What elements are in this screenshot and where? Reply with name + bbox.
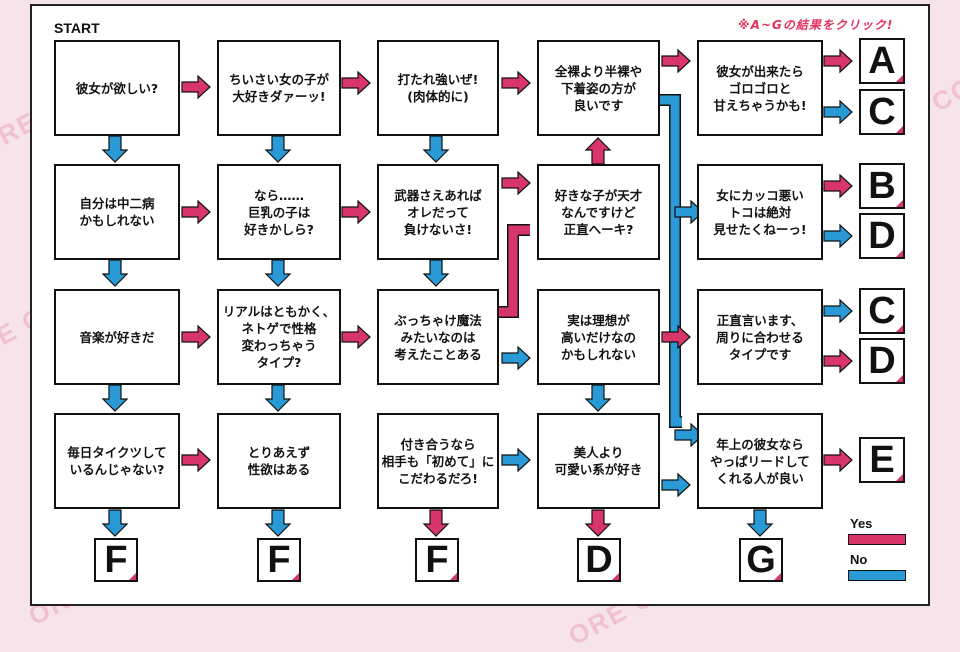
legend-no-swatch [848, 570, 906, 581]
yes-arrow [341, 200, 371, 224]
no-arrow [823, 100, 853, 124]
no-arrow [265, 384, 291, 412]
no-arrow [102, 384, 128, 412]
result-g-button[interactable]: G [739, 538, 783, 582]
result-d-button[interactable]: D [859, 213, 905, 259]
no-arrow [585, 384, 611, 412]
no-arrow [102, 135, 128, 163]
yes-arrow [181, 448, 211, 472]
question-box: 実は理想が 高いだけなの かもしれない [537, 289, 660, 385]
yes-arrow [823, 349, 853, 373]
no-arrow [661, 473, 691, 497]
result-b-button[interactable]: B [859, 163, 905, 209]
legend-no-label: No [850, 552, 868, 567]
yes-arrow [823, 174, 853, 198]
question-box: ちいさい女の子が 大好きダァーッ! [217, 40, 341, 136]
yes-arrow [585, 509, 611, 537]
result-e-button[interactable]: E [859, 437, 905, 483]
no-arrow [102, 259, 128, 287]
question-box: 彼女が欲しい? [54, 40, 180, 136]
question-box: ぶっちゃけ魔法 みたいなのは 考えたことある [377, 289, 499, 385]
no-arrow [501, 346, 531, 370]
result-d-button[interactable]: D [577, 538, 621, 582]
question-box: 打たれ強いぜ! (肉体的に) [377, 40, 499, 136]
no-arrow [265, 135, 291, 163]
yes-arrow [181, 325, 211, 349]
yes-arrow [501, 71, 531, 95]
yes-arrow [823, 49, 853, 73]
no-arrow [423, 135, 449, 163]
legend-yes-label: Yes [850, 516, 873, 531]
no-arrow [747, 509, 773, 537]
yes-arrow [661, 49, 691, 73]
no-arrow [501, 448, 531, 472]
question-box: 音楽が好きだ [54, 289, 180, 385]
yes-arrow [423, 509, 449, 537]
question-box: とりあえず 性欲はある [217, 413, 341, 509]
yes-arrow [181, 200, 211, 224]
no-arrow [823, 224, 853, 248]
yes-arrow [181, 75, 211, 99]
question-box: 自分は中二病 かもしれない [54, 164, 180, 260]
results-hint: ※A~Gの結果をクリック! [738, 18, 894, 32]
result-c-button[interactable]: C [859, 288, 905, 334]
no-arrow [823, 299, 853, 323]
no-arrow [423, 259, 449, 287]
question-box: 美人より 可愛い系が好き [537, 413, 660, 509]
legend-yes-swatch [848, 534, 906, 545]
no-arrow [265, 259, 291, 287]
flow-arrows [102, 49, 853, 537]
result-c-button[interactable]: C [859, 89, 905, 135]
yes-arrow [341, 325, 371, 349]
question-box: 武器さえあれば オレだって 負けないさ! [377, 164, 499, 260]
no-arrow [265, 509, 291, 537]
result-d-button[interactable]: D [859, 338, 905, 384]
question-box: 年上の彼女なら やっぱリードして くれる人が良い [697, 413, 823, 509]
result-f-button[interactable]: F [94, 538, 138, 582]
yes-arrow [585, 137, 611, 165]
question-box: リアルはともかく、 ネトゲで性格 変わっちゃう タイプ? [217, 289, 341, 385]
yes-arrow [823, 448, 853, 472]
no-arrow [102, 509, 128, 537]
question-box: なら…… 巨乳の子は 好きかしら? [217, 164, 341, 260]
question-box: 付き合うなら 相手も「初めて」に こだわるだろ! [377, 413, 499, 509]
yes-arrow [501, 171, 531, 195]
start-label: START [54, 20, 100, 36]
result-f-button[interactable]: F [257, 538, 301, 582]
question-box: 毎日タイクツして いるんじゃない? [54, 413, 180, 509]
question-box: 全裸より半裸や 下着姿の方が 良いです [537, 40, 660, 136]
result-a-button[interactable]: A [859, 38, 905, 84]
question-box: 好きな子が天才 なんですけど 正直へーキ? [537, 164, 660, 260]
question-box: 女にカッコ悪い トコは絶対 見せたくねーっ! [697, 164, 823, 260]
yes-arrow [341, 71, 371, 95]
question-box: 彼女が出来たら ゴロゴロと 甘えちゃうかも! [697, 40, 823, 136]
question-box: 正直言います、 周りに合わせる タイプです [697, 289, 823, 385]
result-f-button[interactable]: F [415, 538, 459, 582]
